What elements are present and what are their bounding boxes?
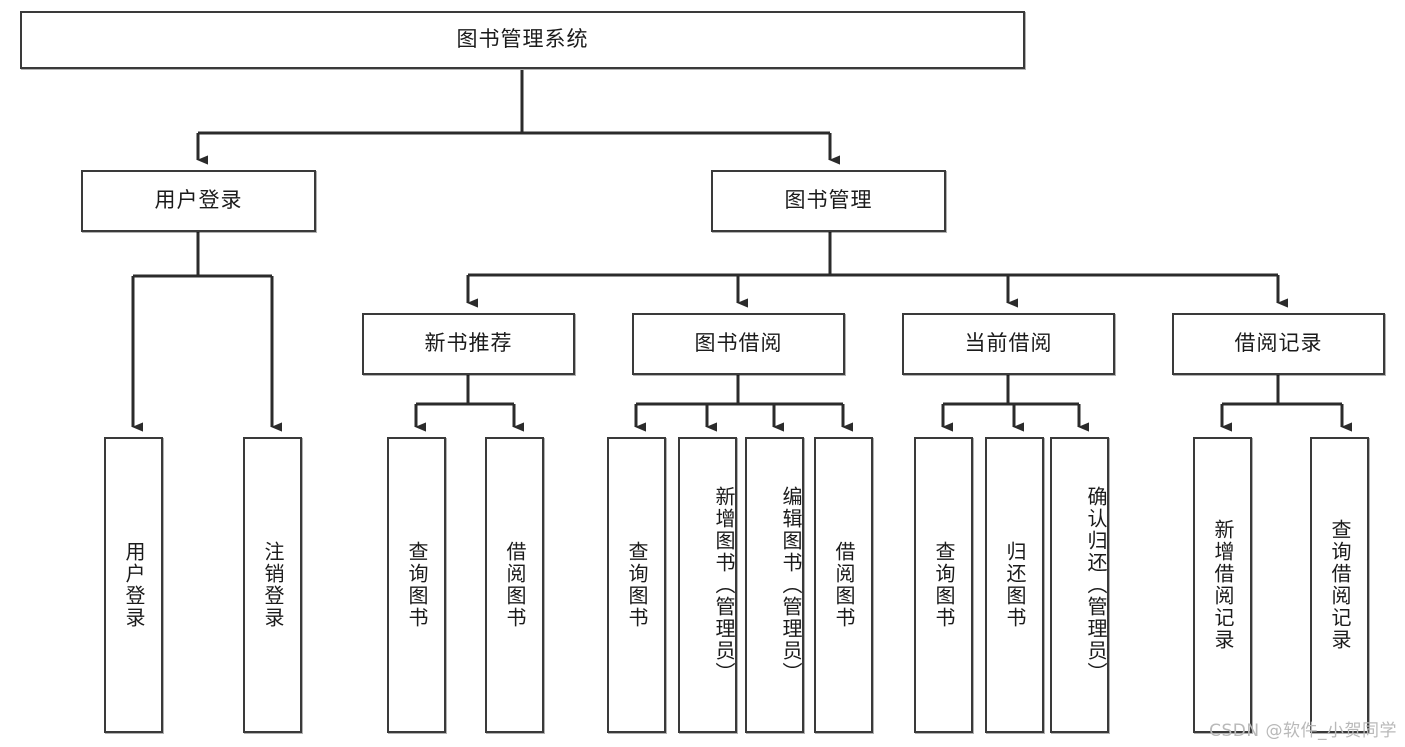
leaf-add-borrow-record[interactable]: 新增借阅记录 [1193, 437, 1252, 733]
node-borrow-record[interactable]: 借阅记录 [1172, 313, 1385, 375]
node-book-borrow[interactable]: 图书借阅 [632, 313, 845, 375]
leaf-borrow-book-borrow[interactable]: 借阅图书 [814, 437, 873, 733]
node-root-system[interactable]: 图书管理系统 [20, 11, 1025, 69]
node-new-book-recommend[interactable]: 新书推荐 [362, 313, 575, 375]
leaf-add-book-admin[interactable]: 新增图书（管理员） [678, 437, 737, 733]
leaf-query-book-current[interactable]: 查询图书 [914, 437, 973, 733]
leaf-return-book[interactable]: 归还图书 [985, 437, 1044, 733]
node-book-manage[interactable]: 图书管理 [711, 170, 946, 232]
leaf-user-login[interactable]: 用户登录 [104, 437, 163, 733]
leaf-borrow-book-recommend[interactable]: 借阅图书 [485, 437, 544, 733]
leaf-query-book-recommend[interactable]: 查询图书 [387, 437, 446, 733]
node-current-borrow[interactable]: 当前借阅 [902, 313, 1115, 375]
leaf-confirm-return-admin[interactable]: 确认归还（管理员） [1050, 437, 1109, 733]
leaf-logout-login[interactable]: 注销登录 [243, 437, 302, 733]
leaf-query-book-borrow[interactable]: 查询图书 [607, 437, 666, 733]
csdn-watermark: CSDN @软件_小贺同学 [1209, 721, 1397, 741]
leaf-query-borrow-record[interactable]: 查询借阅记录 [1310, 437, 1369, 733]
node-user-login[interactable]: 用户登录 [81, 170, 316, 232]
leaf-edit-book-admin[interactable]: 编辑图书（管理员） [745, 437, 804, 733]
